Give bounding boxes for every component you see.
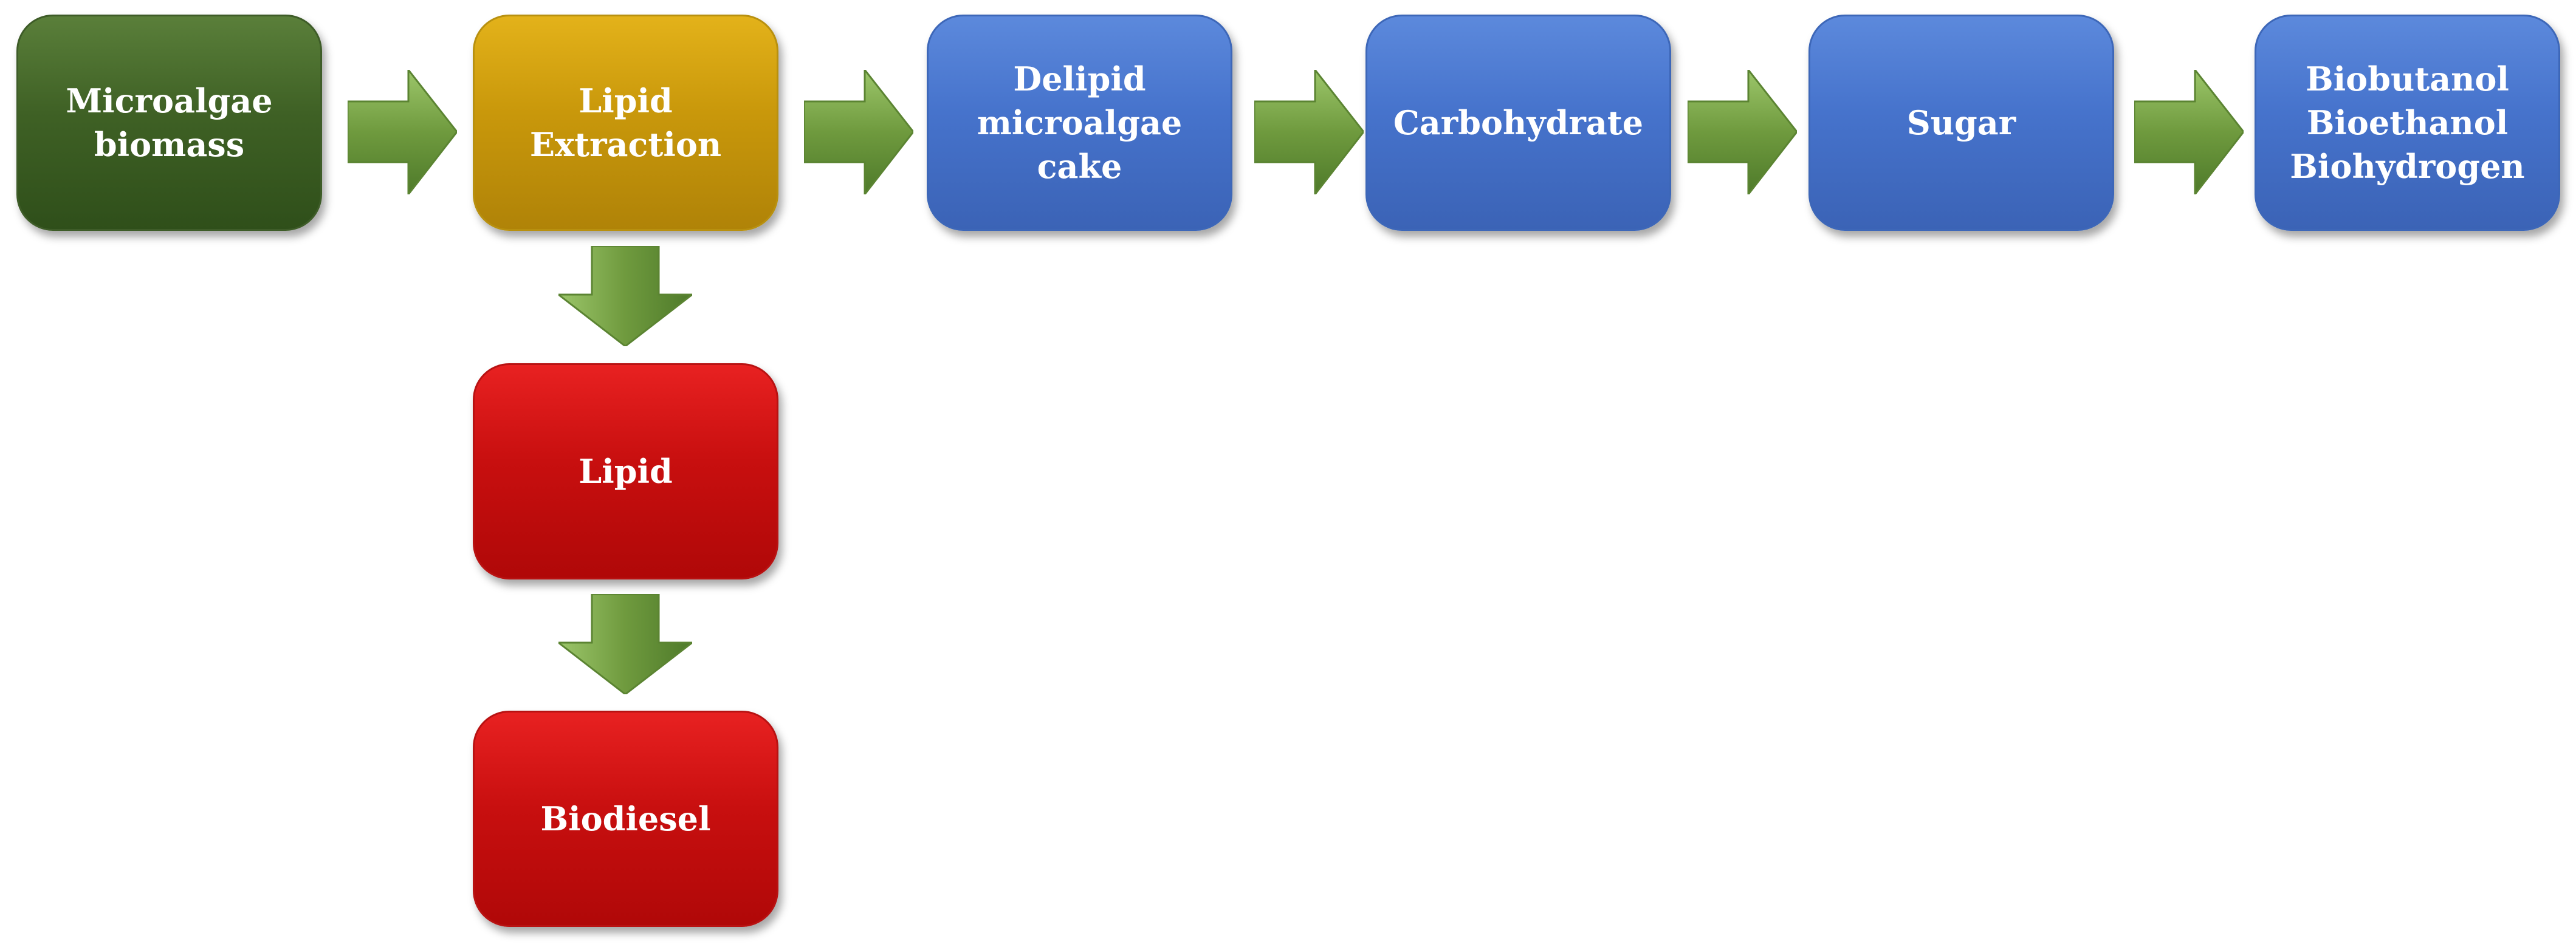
node-carbohydrate: Carbohydrate [1365, 15, 1671, 231]
node-lipid-extraction: Lipid Extraction [473, 15, 778, 231]
node-sugar: Sugar [1808, 15, 2114, 231]
down-arrow-icon [558, 594, 692, 694]
down-arrow-icon [558, 246, 692, 346]
node-delipid-cake: Delipid microalgae cake [927, 15, 1232, 231]
node-biodiesel: Biodiesel [473, 711, 778, 927]
node-label: Delipid microalgae cake [977, 60, 1183, 186]
node-label: Carbohydrate [1393, 103, 1644, 142]
node-microalgae-biomass: Microalgae biomass [16, 15, 322, 231]
node-label: Microalgae biomass [66, 81, 273, 164]
right-arrow-icon [1254, 70, 1364, 194]
right-arrow-icon [348, 70, 457, 194]
right-arrow-icon [1688, 70, 1797, 194]
node-label: Lipid Extraction [529, 81, 722, 164]
node-label: Lipid [579, 452, 673, 491]
node-label: Sugar [1906, 103, 2016, 142]
node-label: Biodiesel [540, 799, 711, 838]
node-label: Biobutanol Bioethanol Biohydrogen [2290, 60, 2525, 186]
right-arrow-icon [2134, 70, 2244, 194]
node-lipid: Lipid [473, 363, 778, 579]
node-biofuels: Biobutanol Bioethanol Biohydrogen [2255, 15, 2560, 231]
right-arrow-icon [804, 70, 913, 194]
